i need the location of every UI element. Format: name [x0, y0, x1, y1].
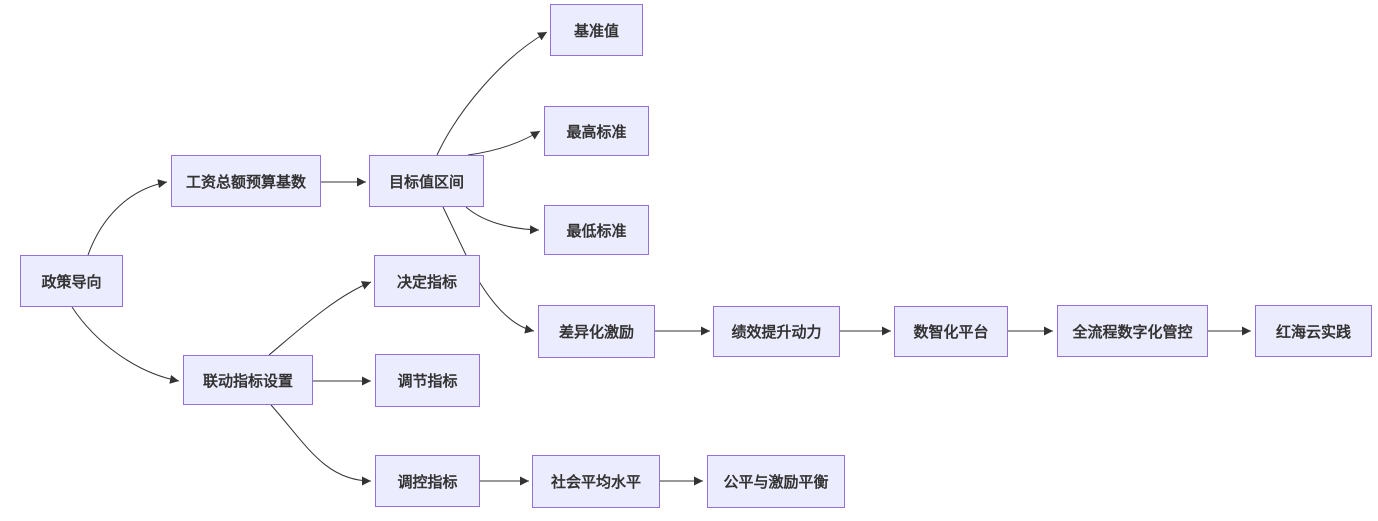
node-target-value-range[interactable]: 目标值区间: [369, 155, 484, 207]
edge-linkage-to-deciding-indicator: [268, 281, 372, 356]
node-max-standard[interactable]: 最高标准: [544, 106, 649, 156]
node-honghaiyun-practice[interactable]: 红海云实践: [1255, 305, 1372, 357]
node-min-standard[interactable]: 最低标准: [544, 205, 649, 255]
edge-policy-to-salary-budget-base: [87, 179, 168, 256]
node-salary-budget-base[interactable]: 工资总额预算基数: [171, 155, 321, 207]
edge-target-value-range-to-baseline-value: [436, 31, 548, 156]
node-label: 绩效提升动力: [731, 324, 822, 341]
node-deciding-indicator[interactable]: 决定指标: [374, 255, 480, 307]
node-baseline-value[interactable]: 基准值: [550, 4, 643, 56]
node-label: 调控指标: [397, 473, 458, 491]
edge-target-value-range-to-min-standard: [465, 206, 540, 235]
node-label: 数智化平台: [913, 324, 989, 341]
node-policy-orientation[interactable]: 政策导向: [20, 255, 123, 307]
edge-policy-to-linkage-indicator-setting: [71, 306, 180, 384]
node-label: 基准值: [573, 22, 619, 40]
node-label: 政策导向: [41, 273, 102, 291]
node-digital-intelligence-platform[interactable]: 数智化平台: [894, 306, 1008, 357]
node-label: 全流程数字化管控: [1072, 323, 1193, 341]
node-differentiated-incentive[interactable]: 差异化激励: [538, 305, 655, 358]
node-social-average-level[interactable]: 社会平均水平: [532, 455, 660, 508]
node-label: 最高标准: [566, 123, 627, 141]
node-label: 最低标准: [566, 222, 627, 240]
node-label: 决定指标: [396, 273, 457, 291]
node-regulating-indicator[interactable]: 调控指标: [375, 455, 480, 507]
node-label: 联动指标设置: [202, 372, 293, 390]
edge-target-value-range-to-max-standard: [467, 130, 541, 156]
node-fairness-incentive-balance[interactable]: 公平与激励平衡: [707, 455, 845, 508]
node-label: 目标值区间: [388, 173, 464, 191]
node-performance-improvement-motivation[interactable]: 绩效提升动力: [713, 306, 840, 357]
node-label: 公平与激励平衡: [723, 474, 829, 491]
node-label: 社会平均水平: [550, 474, 641, 491]
node-label: 红海云实践: [1275, 323, 1351, 341]
node-label: 差异化激励: [558, 324, 634, 341]
node-adjusting-indicator[interactable]: 调节指标: [375, 354, 480, 407]
node-label: 工资总额预算基数: [185, 173, 306, 191]
node-linkage-indicator-setting[interactable]: 联动指标设置: [183, 355, 313, 405]
node-full-process-digital-control[interactable]: 全流程数字化管控: [1057, 305, 1208, 357]
edge-linkage-to-regulating-indicator: [270, 404, 372, 486]
node-label: 调节指标: [397, 373, 458, 390]
